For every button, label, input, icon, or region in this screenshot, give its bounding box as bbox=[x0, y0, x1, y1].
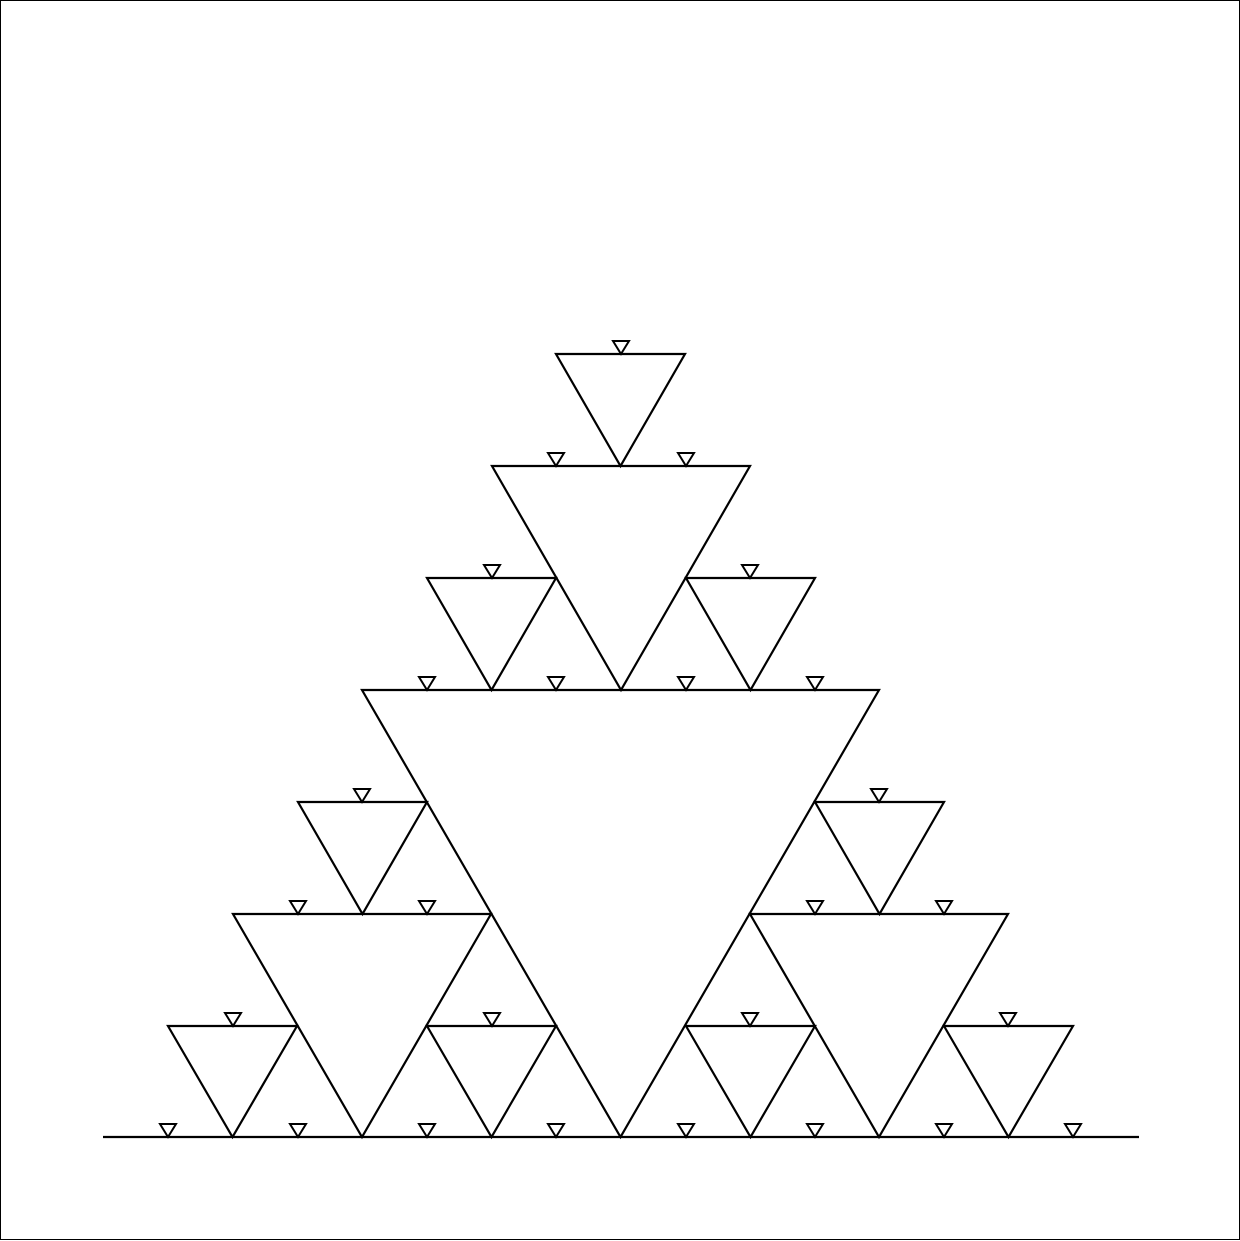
triangle-marker-22 bbox=[417, 1123, 437, 1139]
triangle-marker-10 bbox=[352, 788, 372, 804]
triangle-marker-18 bbox=[740, 1012, 760, 1028]
triangle-marker-19 bbox=[998, 1012, 1018, 1028]
triangle-marker-6 bbox=[417, 676, 437, 692]
small-triangle-markers bbox=[158, 340, 1083, 1139]
inverted-triangle-7 bbox=[813, 800, 946, 917]
inverted-triangle-1 bbox=[554, 352, 687, 469]
triangle-marker-25 bbox=[805, 1123, 825, 1139]
triangle-marker-21 bbox=[288, 1123, 308, 1139]
inverted-triangle-12 bbox=[684, 1024, 817, 1140]
inverted-triangles bbox=[166, 352, 1075, 1140]
triangle-marker-2 bbox=[546, 452, 566, 468]
triangle-marker-7 bbox=[546, 676, 566, 692]
inverted-triangle-6 bbox=[296, 800, 429, 917]
triangle-marker-4 bbox=[482, 564, 502, 580]
triangle-marker-15 bbox=[934, 900, 954, 916]
triangle-marker-20 bbox=[158, 1123, 178, 1139]
triangle-marker-16 bbox=[223, 1012, 243, 1028]
triangle-marker-14 bbox=[805, 900, 825, 916]
triangle-marker-1 bbox=[611, 340, 631, 356]
triangle-marker-9 bbox=[805, 676, 825, 692]
triangle-marker-27 bbox=[1063, 1123, 1083, 1139]
triangle-marker-13 bbox=[417, 900, 437, 916]
triangle-marker-3 bbox=[676, 452, 696, 468]
triangle-marker-5 bbox=[740, 564, 760, 580]
triangle-marker-8 bbox=[676, 676, 696, 692]
triangle-marker-26 bbox=[934, 1123, 954, 1139]
triangle-marker-11 bbox=[869, 788, 889, 804]
inverted-triangle-11 bbox=[425, 1024, 558, 1140]
inverted-triangle-13 bbox=[942, 1024, 1075, 1140]
triangle-marker-17 bbox=[482, 1012, 502, 1028]
triangle-marker-23 bbox=[546, 1123, 566, 1139]
inverted-triangle-4 bbox=[684, 576, 817, 693]
triangle-marker-12 bbox=[288, 900, 308, 916]
inverted-triangle-10 bbox=[166, 1024, 299, 1140]
triangle-marker-24 bbox=[676, 1123, 696, 1139]
inverted-triangle-3 bbox=[425, 576, 558, 693]
